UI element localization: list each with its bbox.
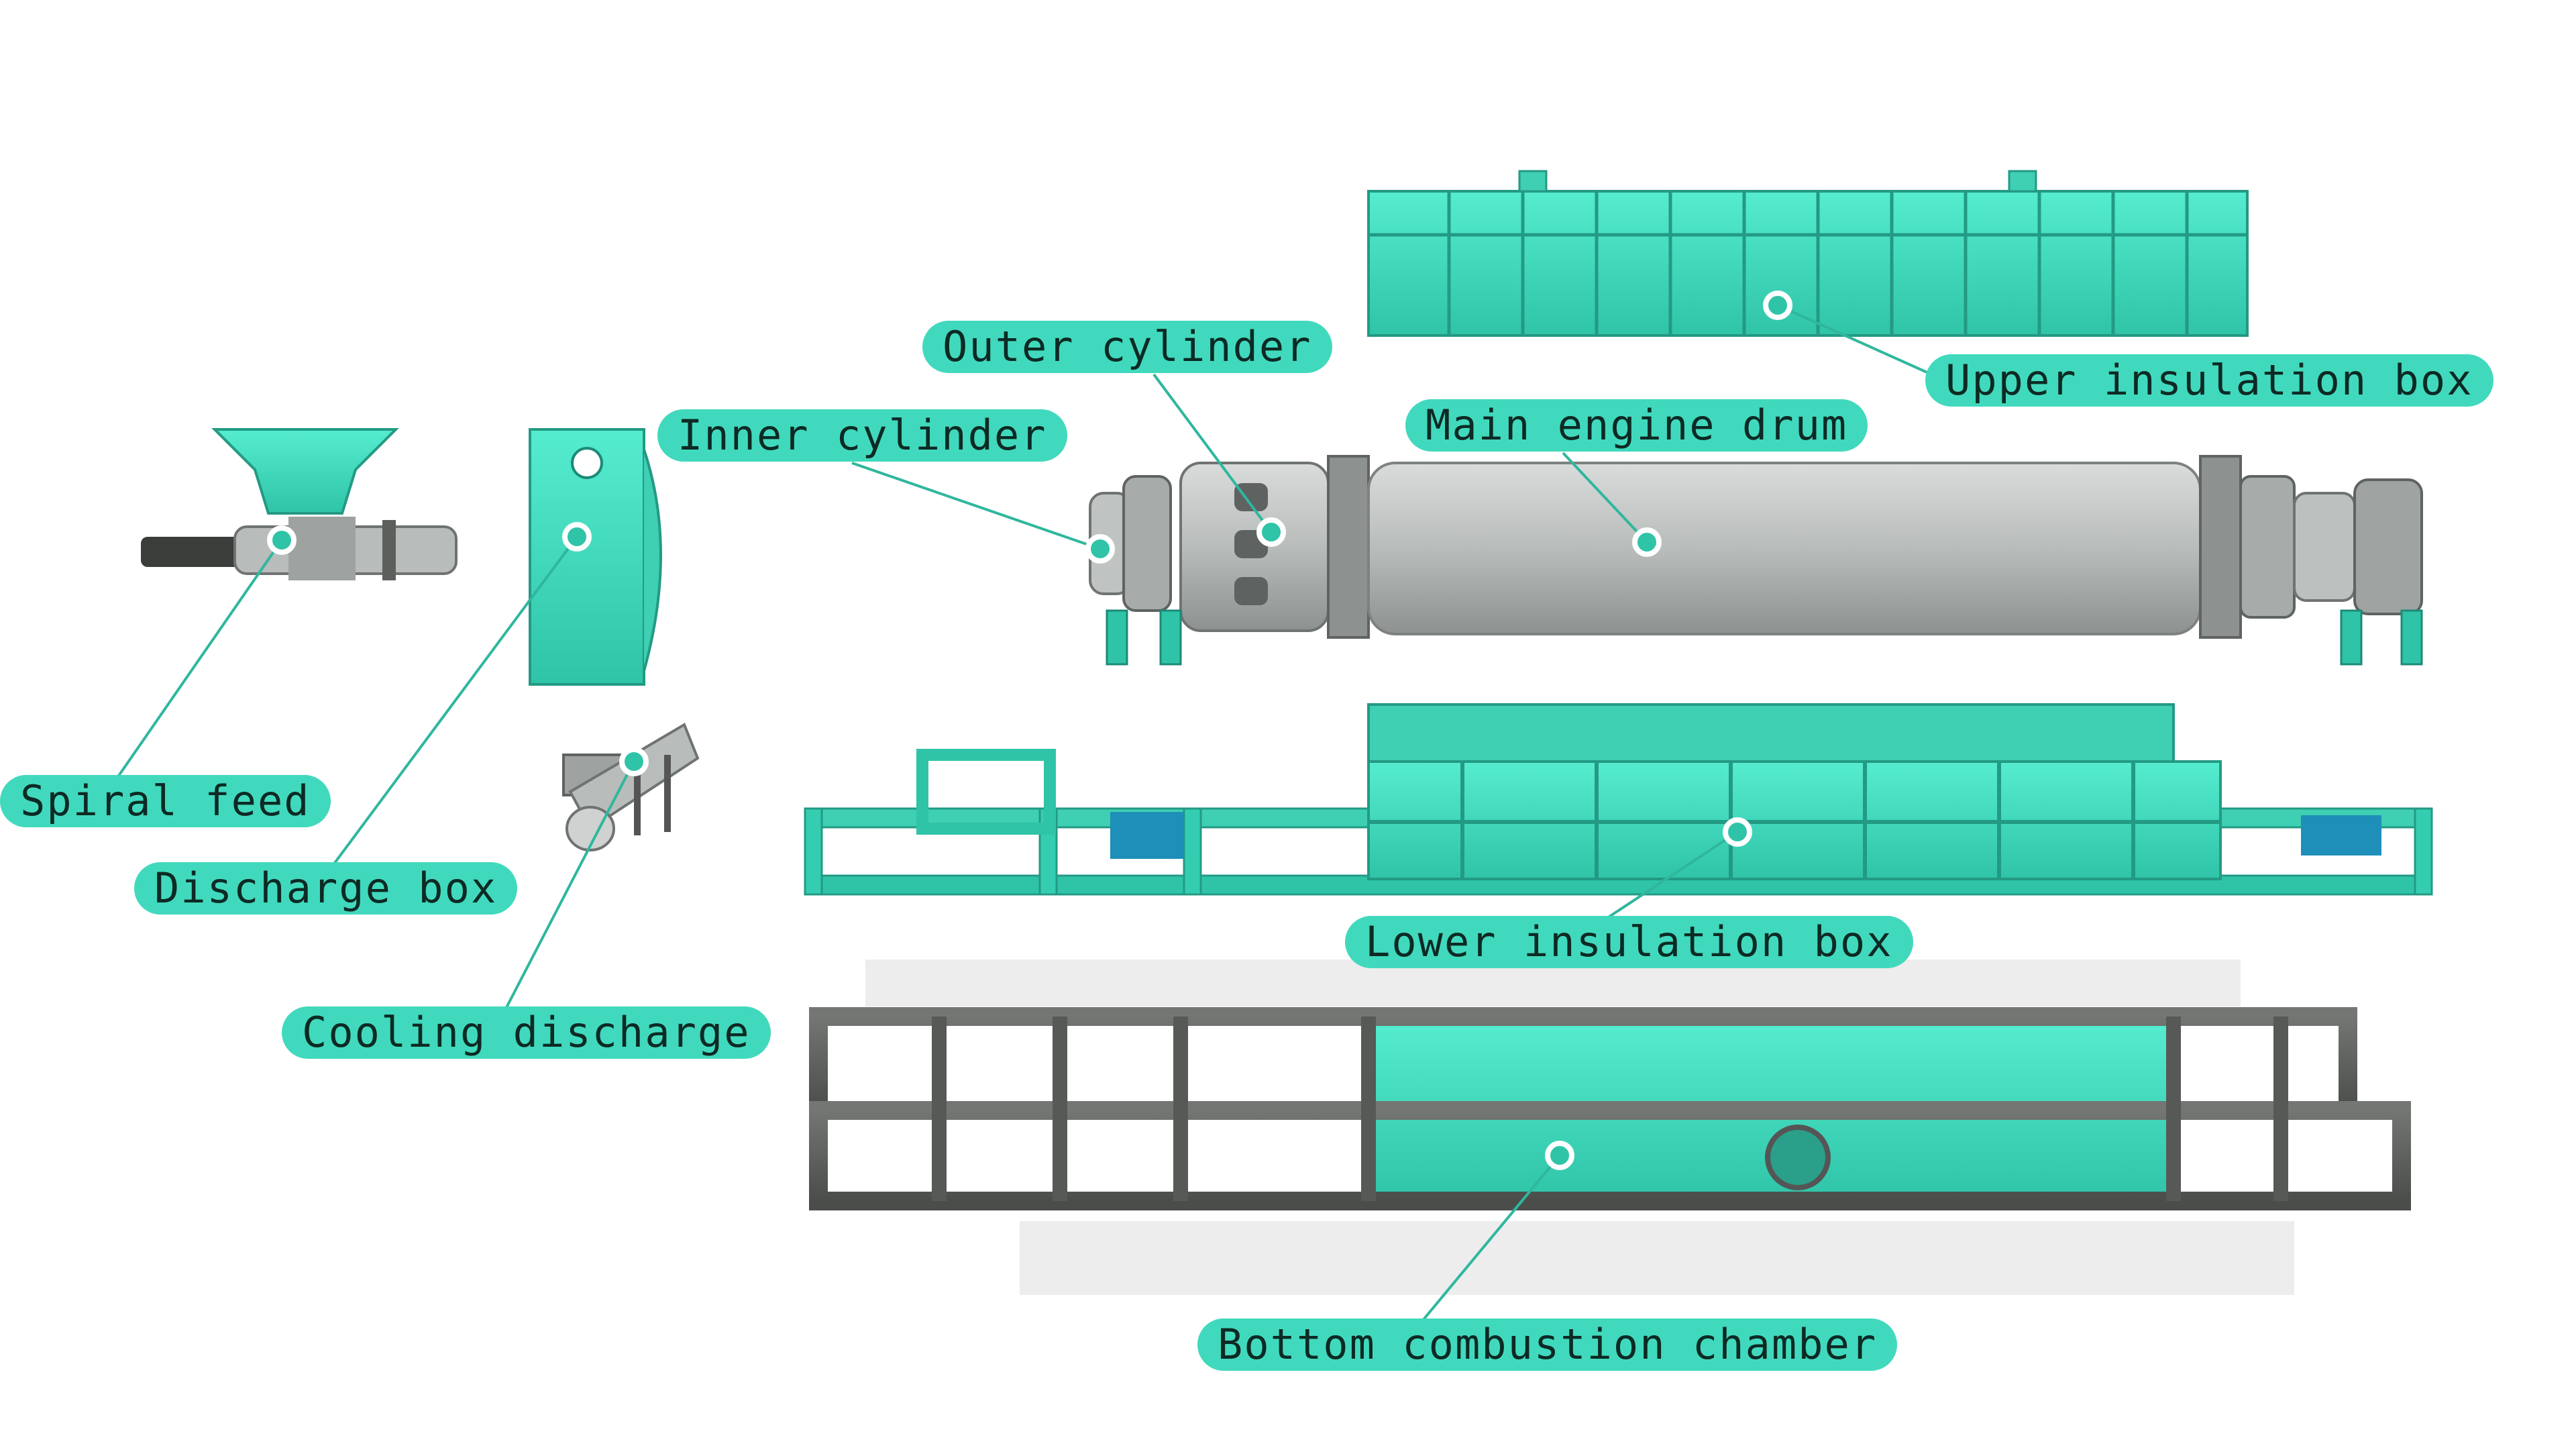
label-cooling-discharge: Cooling discharge <box>282 1006 771 1059</box>
discharge-box-part <box>529 428 662 686</box>
lower-insulation-box-part <box>804 703 2433 896</box>
label-main-engine-drum: Main engine drum <box>1405 399 1868 452</box>
label-outer-cylinder: Outer cylinder <box>922 321 1332 373</box>
label-inner-cylinder: Inner cylinder <box>657 409 1067 462</box>
bottom-combustion-chamber-part <box>809 1007 2411 1210</box>
callout-dots <box>267 291 1792 1170</box>
cooling-discharge-part <box>562 723 700 851</box>
label-lower-insulation-box: Lower insulation box <box>1345 916 1913 968</box>
spiral-feed-part <box>141 428 458 580</box>
main-drum-part <box>1089 455 2423 666</box>
leader-lines <box>99 304 1943 1347</box>
label-spiral-feed: Spiral feed <box>0 775 331 827</box>
upper-insulation-box-part <box>1367 170 2249 337</box>
label-discharge-box: Discharge box <box>134 862 518 915</box>
label-upper-insulation-box: Upper insulation box <box>1925 354 2493 407</box>
label-bottom-combustion-chamber: Bottom combustion chamber <box>1197 1318 1898 1371</box>
